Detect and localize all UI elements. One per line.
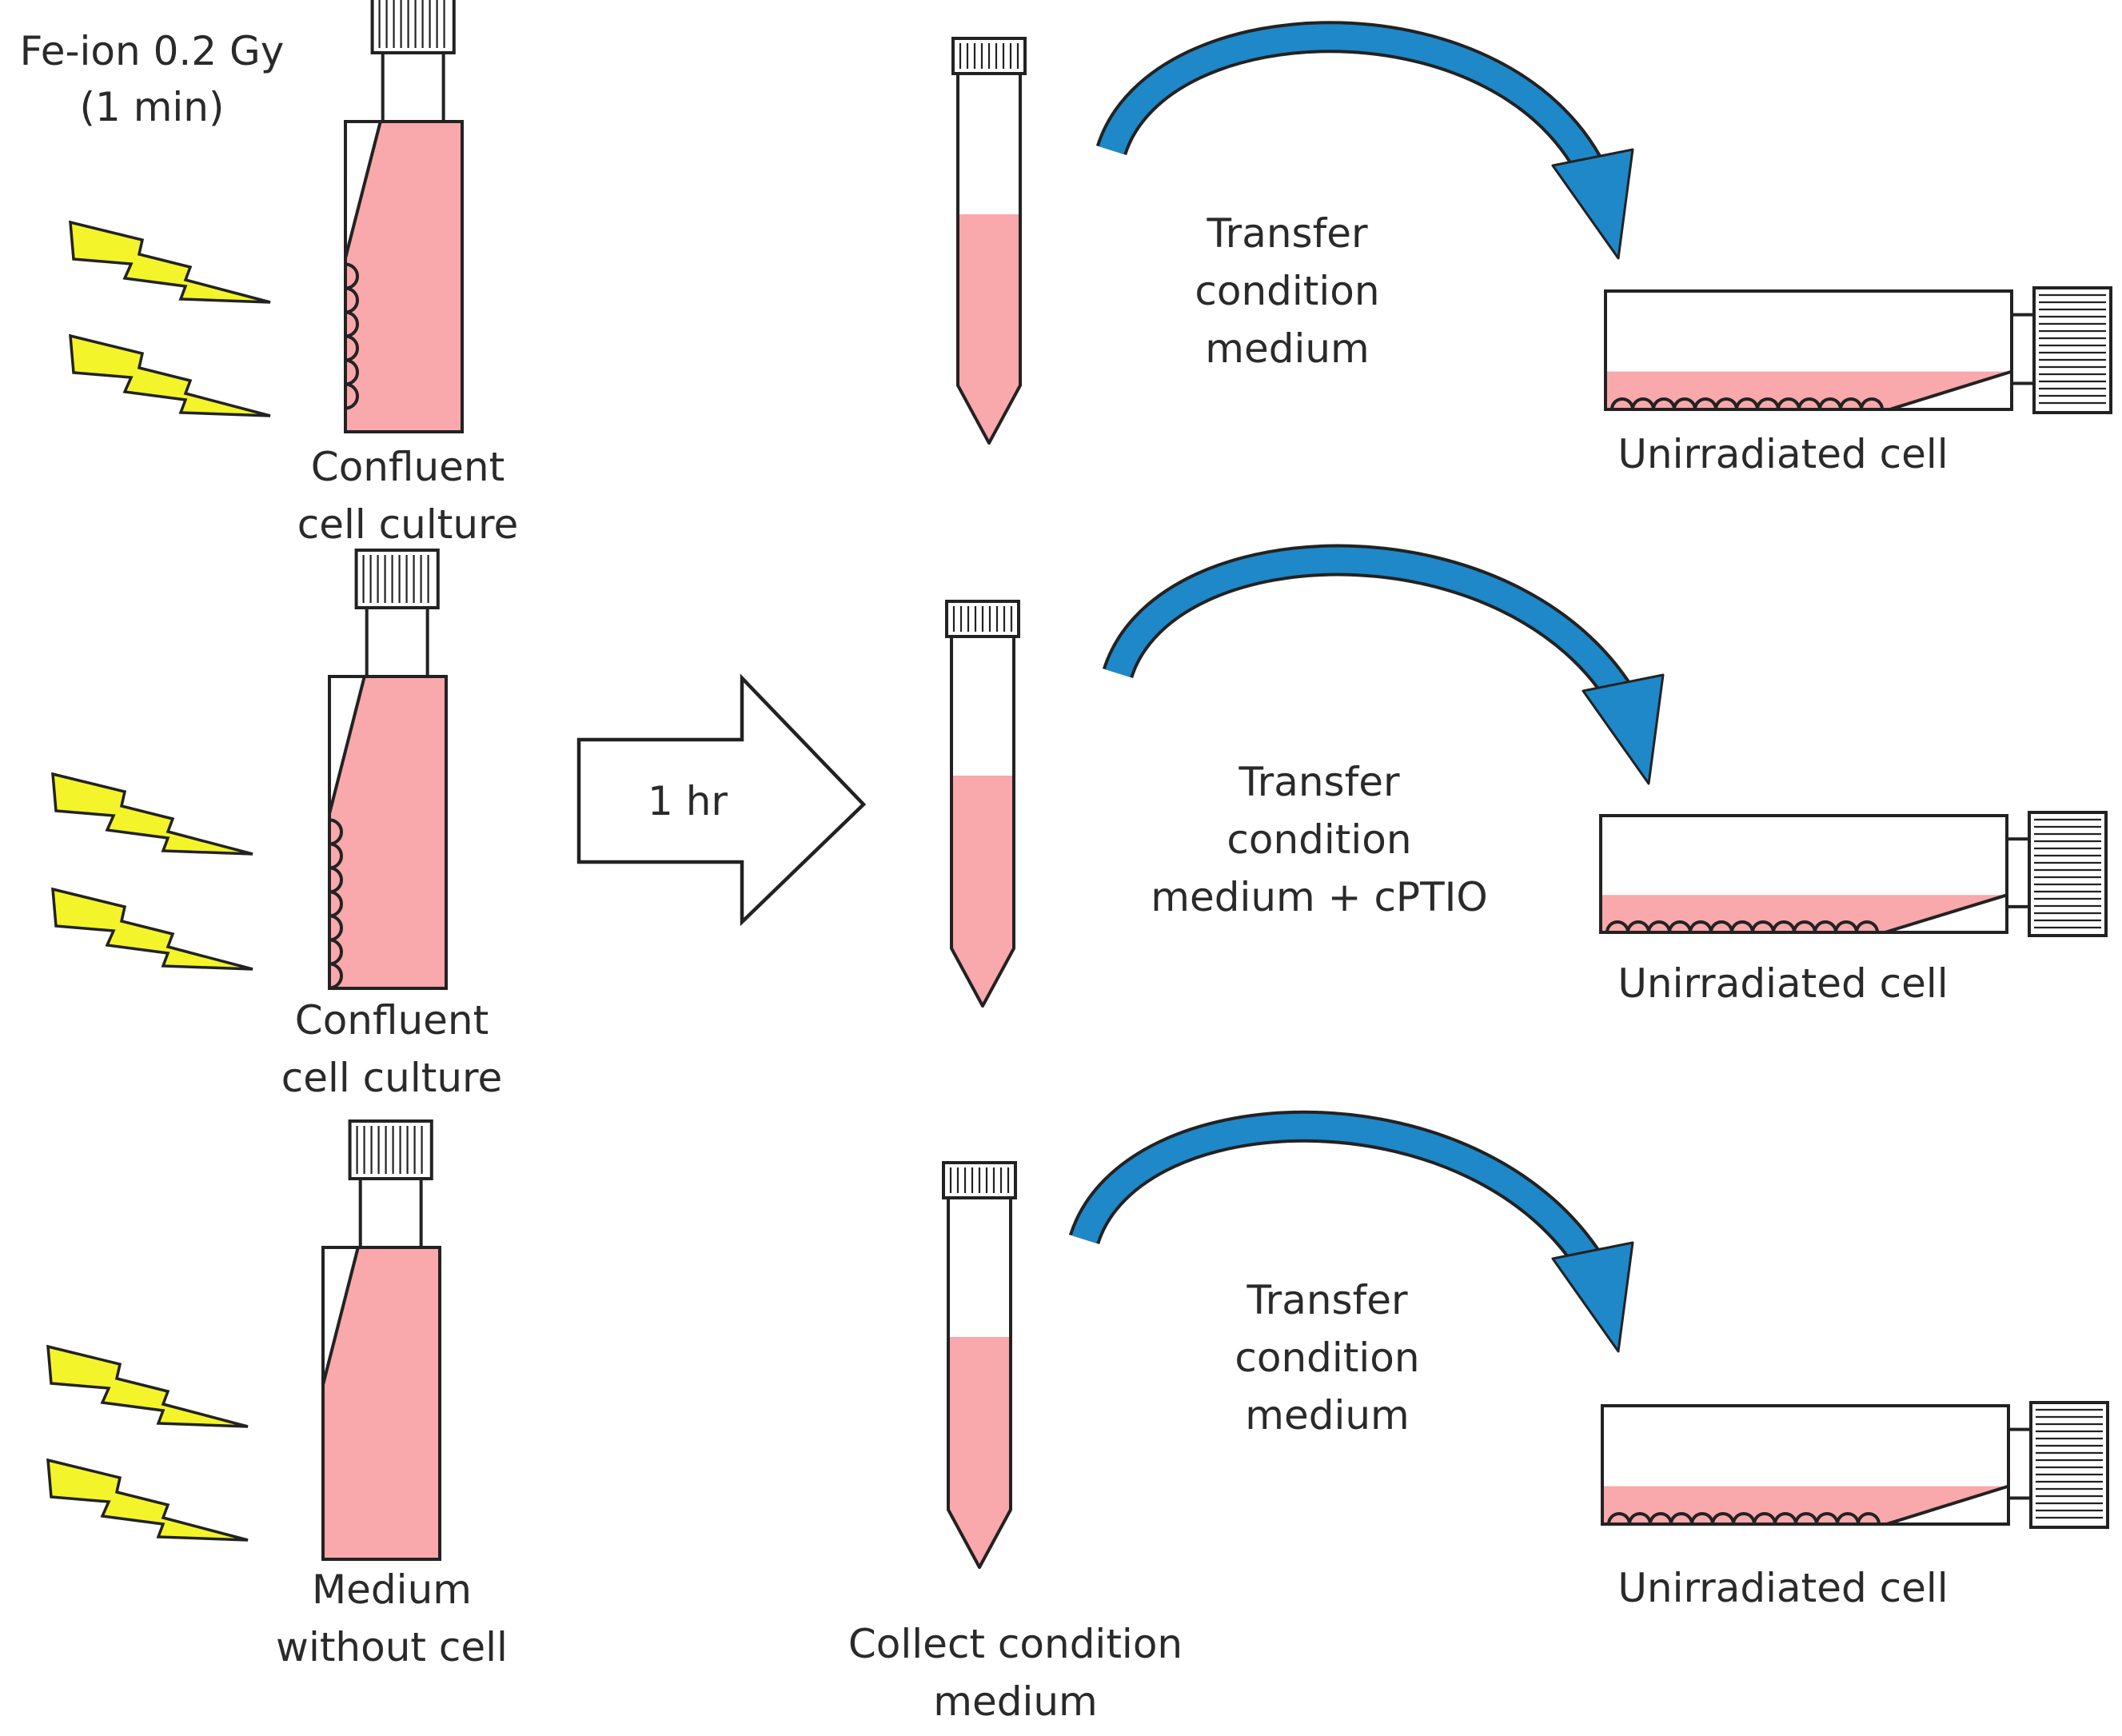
row3-transfer-arrow-icon — [1068, 1110, 1634, 1353]
adherent-cell-layer — [329, 818, 343, 990]
row3-unirradiated-cell-flask — [1601, 1401, 2109, 1529]
row3-cell-free-medium-flask — [321, 1119, 441, 1561]
row1-unirradiated-cell-flask — [1604, 286, 2112, 414]
incubation-arrow-icon — [576, 673, 867, 927]
row2-unirradiated-cell-flask — [1599, 811, 2108, 937]
radiation-bolt-icon — [69, 220, 271, 304]
row1-transfer-arrow-icon — [1095, 21, 1634, 260]
radiation-bolt-icon — [51, 772, 253, 856]
adherent-cell-layer — [1610, 397, 1884, 410]
row2-transfer-arrow-icon — [1102, 544, 1665, 785]
row1-irradiated-cell-flask — [344, 0, 464, 433]
row2-centrifuge-tube — [945, 600, 1020, 1008]
adherent-cell-layer — [1607, 1512, 1881, 1525]
adherent-cell-layer — [1605, 920, 1879, 933]
radiation-bolt-icon — [69, 333, 271, 417]
radiation-bolt-icon — [46, 1458, 249, 1542]
row3-centrifuge-tube — [942, 1161, 1017, 1569]
radiation-bolt-icon — [51, 887, 253, 971]
row2-irradiated-cell-flask — [328, 549, 448, 990]
adherent-cell-layer — [345, 262, 359, 410]
row1-centrifuge-tube — [951, 37, 1027, 445]
radiation-bolt-icon — [46, 1344, 249, 1428]
